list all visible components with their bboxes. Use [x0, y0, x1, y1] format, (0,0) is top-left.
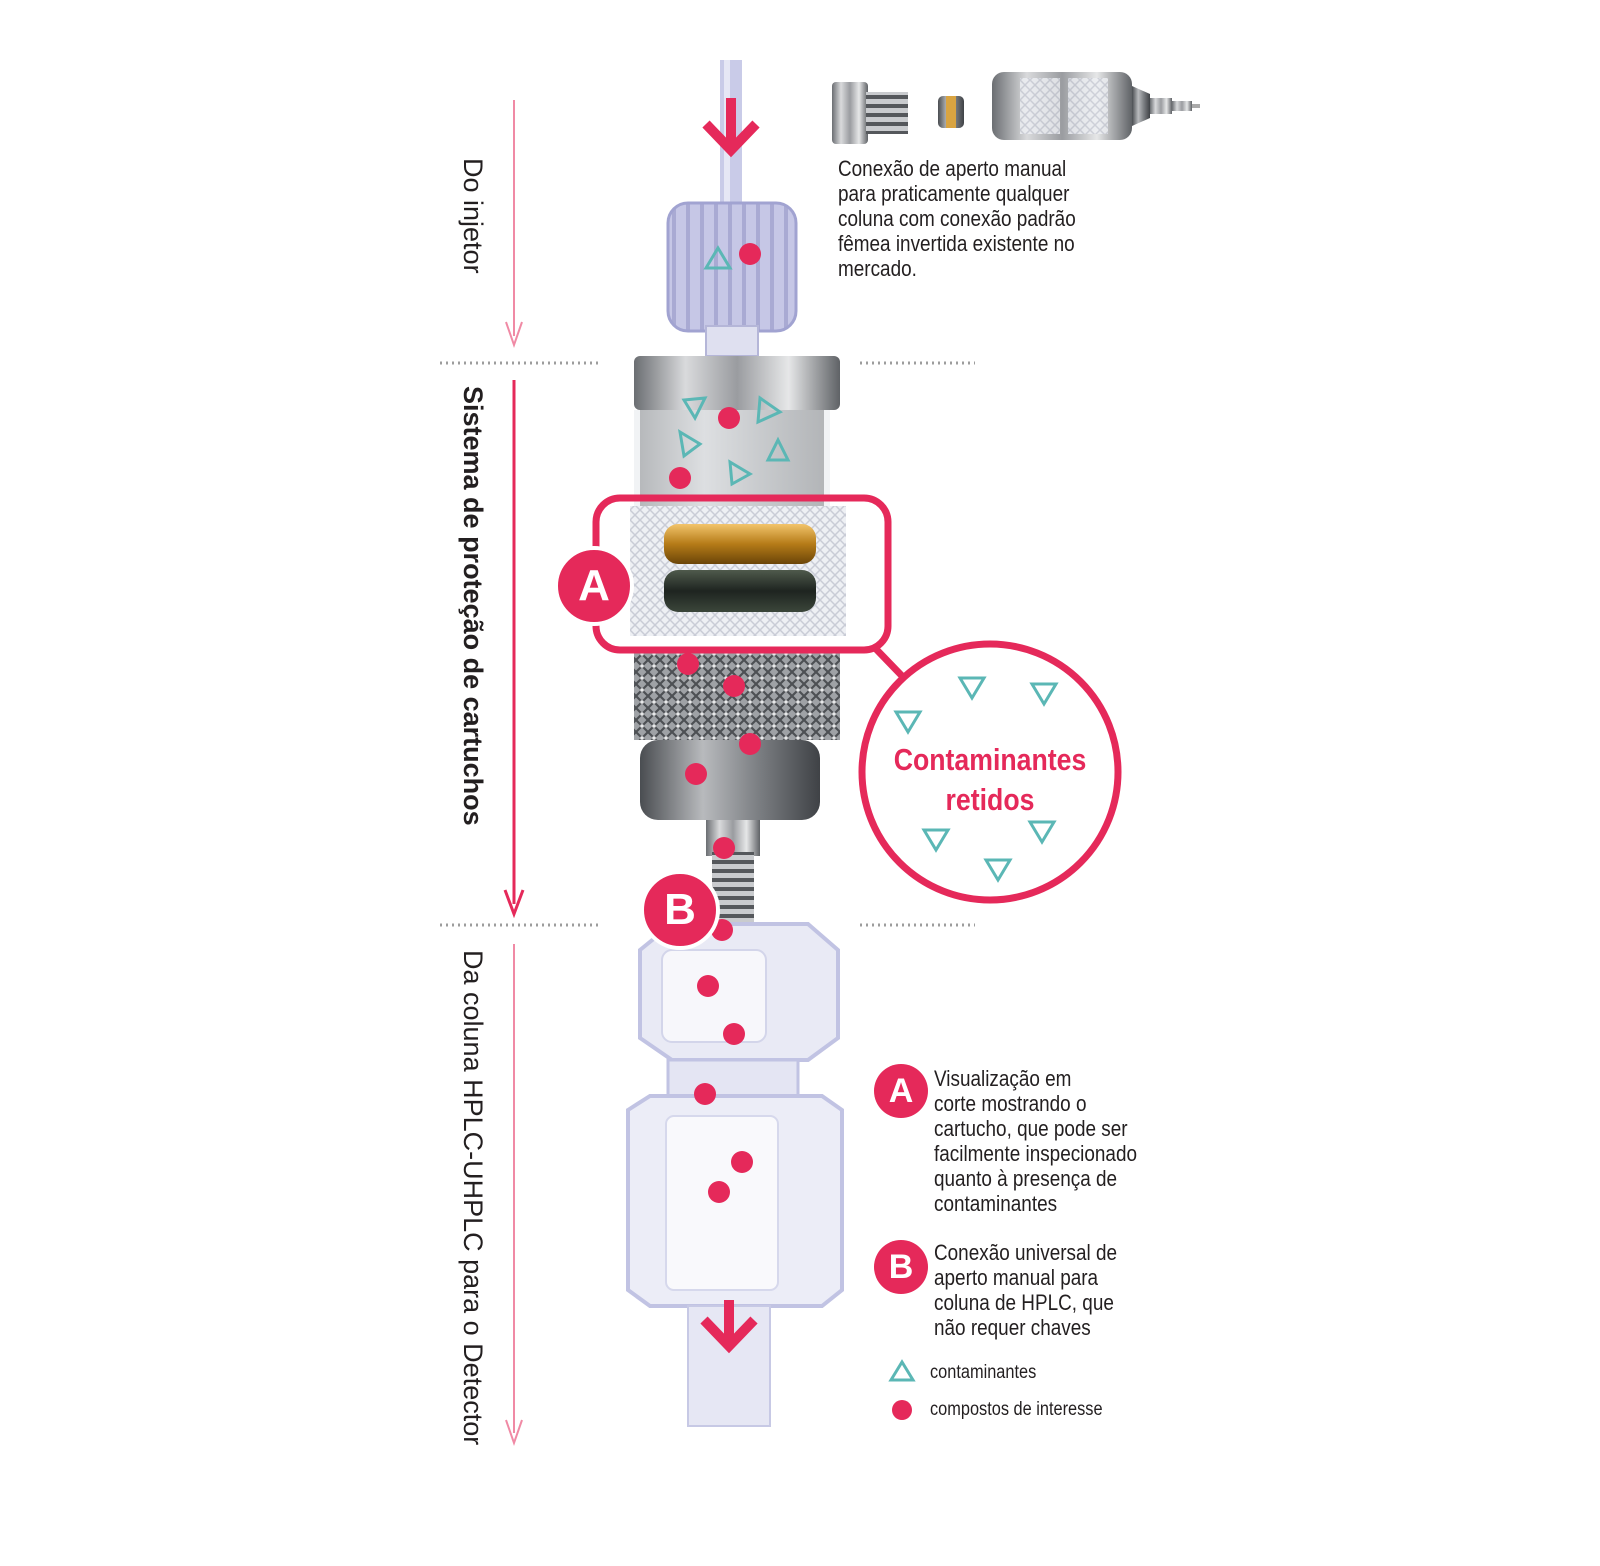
- product-photo: [832, 72, 1200, 144]
- flow-arrow-injector: [506, 100, 522, 345]
- inlet-direction-arrow: [706, 98, 756, 150]
- flow-arrow-detector: [506, 944, 522, 1443]
- note-a-line: cartucho, que pode ser: [934, 1116, 1137, 1141]
- top-note: Conexão de aperto manual para praticamen…: [838, 156, 1076, 281]
- top-note-line: mercado.: [838, 256, 1076, 281]
- note-b-line: aperto manual para: [934, 1265, 1117, 1290]
- inlet-cap: [668, 203, 796, 356]
- bubble-label-line1: Contaminantes: [861, 740, 1119, 780]
- note-a-line: quanto à presença de: [934, 1166, 1137, 1191]
- note-a: Visualização em corte mostrando o cartuc…: [934, 1066, 1137, 1216]
- legend-contaminants: contaminantes: [930, 1362, 1036, 1384]
- callout-connector: [875, 648, 904, 678]
- label-protection-system: Sistema de proteção de cartuchos: [459, 386, 486, 826]
- note-a-badge: A: [874, 1064, 928, 1118]
- note-b-line: não requer chaves: [934, 1315, 1117, 1340]
- column-fitting: [628, 924, 842, 1426]
- bubble-label: Contaminantes retidos: [861, 740, 1119, 820]
- note-a-line: Visualização em: [934, 1066, 1137, 1091]
- legend-compounds: compostos de interesse: [930, 1399, 1103, 1421]
- note-a-line: facilmente inspecionado: [934, 1141, 1137, 1166]
- legend-triangle-icon: [891, 1362, 913, 1380]
- note-a-line: contaminantes: [934, 1191, 1137, 1216]
- flow-arrow-protection: [505, 380, 523, 914]
- top-note-line: Conexão de aperto manual: [838, 156, 1076, 181]
- note-b-line: coluna de HPLC, que: [934, 1290, 1117, 1315]
- note-b-badge: B: [874, 1240, 928, 1294]
- label-to-detector: Da coluna HPLC-UHPLC para o Detector: [459, 950, 486, 1445]
- badge-b: B: [640, 870, 720, 950]
- top-note-line: para praticamente qualquer: [838, 181, 1076, 206]
- top-note-line: coluna com conexão padrão: [838, 206, 1076, 231]
- top-note-line: fêmea invertida existente no: [838, 231, 1076, 256]
- note-b: Conexão universal de aperto manual para …: [934, 1240, 1117, 1340]
- legend-dot-icon: [892, 1400, 912, 1420]
- label-from-injector: Do injetor: [459, 158, 486, 274]
- cartridge-holder: [630, 356, 846, 922]
- badge-a: A: [554, 546, 634, 626]
- note-b-line: Conexão universal de: [934, 1240, 1117, 1265]
- bubble-label-line2: retidos: [861, 780, 1119, 820]
- note-a-line: corte mostrando o: [934, 1091, 1137, 1116]
